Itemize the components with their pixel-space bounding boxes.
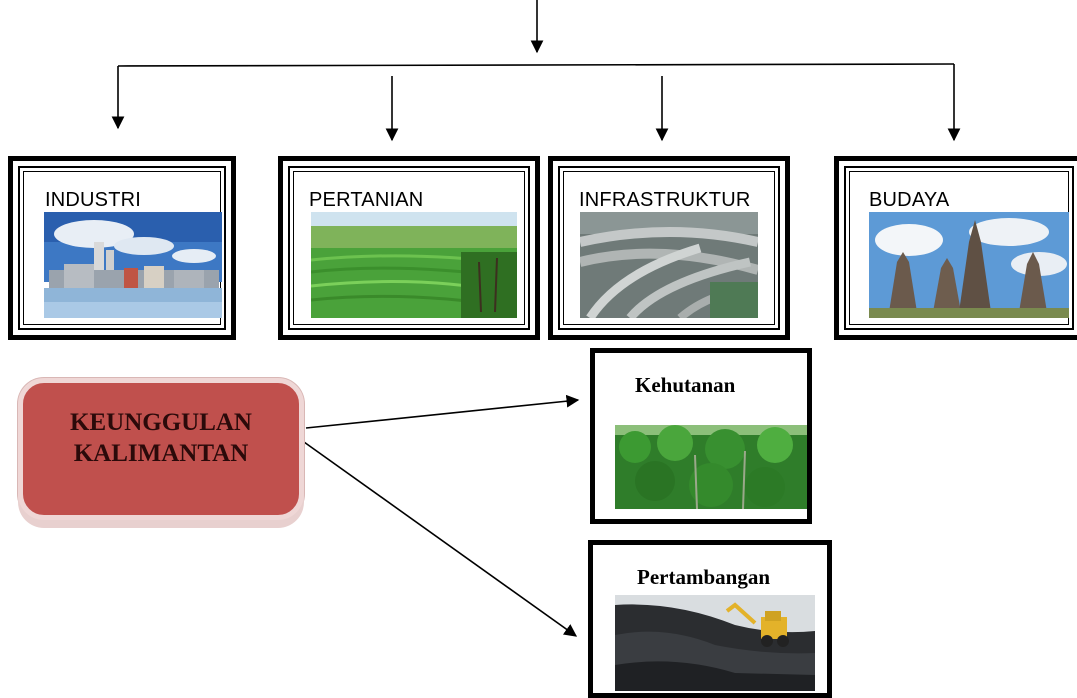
horizontal-bar (117, 63, 955, 67)
category-label-budaya: BUDAYA (869, 189, 950, 211)
sub-box-kehutanan: Kehutanan (590, 348, 812, 524)
category-box-budaya: BUDAYA (834, 156, 1077, 340)
main-topic-title: KEUNGGULAN KALIMANTAN (23, 407, 299, 469)
category-box-pertanian: PERTANIAN (278, 156, 540, 340)
category-label-infrastruktur: INFRASTRUKTUR (579, 189, 751, 211)
main-topic-box: KEUNGGULAN KALIMANTAN (18, 378, 304, 520)
main-topic-line-2: KALIMANTAN (73, 440, 249, 467)
category-box-industri: INDUSTRI (8, 156, 236, 340)
highway-interchange-image (580, 212, 758, 318)
arrow-pertambangan (303, 441, 578, 637)
category-box-infrastruktur: INFRASTRUKTUR (548, 156, 790, 340)
forest-image (615, 425, 807, 509)
arrow-kehutanan (305, 394, 580, 429)
category-label-pertanian: PERTANIAN (309, 189, 424, 211)
sub-label-kehutanan: Kehutanan (635, 373, 736, 397)
temple-image (869, 212, 1069, 318)
industrial-plant-image (44, 212, 222, 318)
category-label-industri: INDUSTRI (45, 189, 142, 211)
rice-terrace-image (311, 212, 517, 318)
coal-mine-image (615, 595, 815, 691)
main-topic-line-1: KEUNGGULAN (70, 409, 252, 436)
sub-label-pertambangan: Pertambangan (637, 565, 770, 589)
sub-box-pertambangan: Pertambangan (588, 540, 832, 698)
